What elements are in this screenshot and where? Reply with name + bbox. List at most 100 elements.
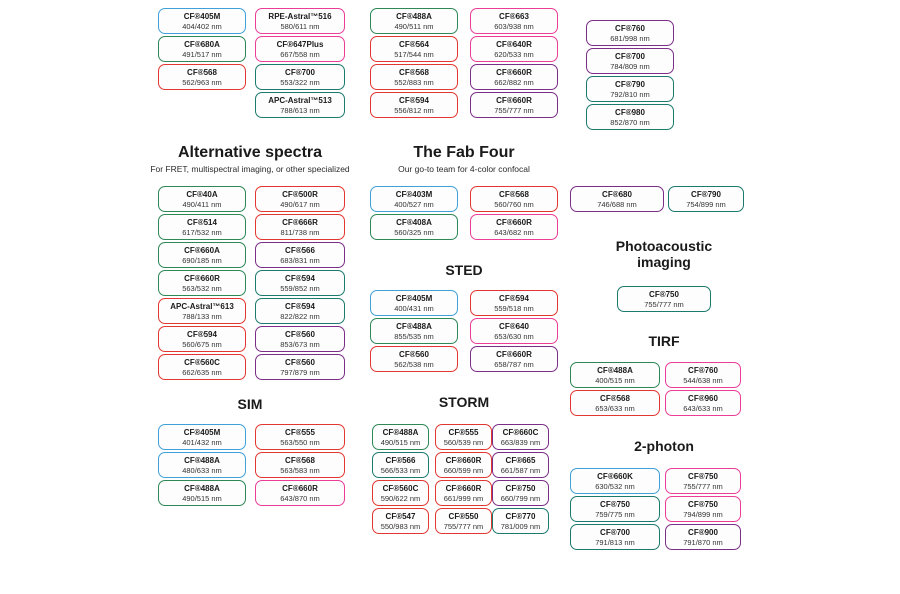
dye-ex-em-value: 784/809 nm	[610, 61, 650, 71]
dye-ex-em-value: 781/009 nm	[500, 521, 541, 531]
section-header-tirf: TIRF	[588, 333, 740, 349]
section-subtitle: Our go-to team for 4-color confocal	[398, 164, 530, 174]
dye-ex-em-value: 755/777 nm	[644, 299, 684, 309]
dye-name: CF®594	[399, 95, 429, 105]
dye-name: CF®640	[499, 321, 529, 331]
section-header-sted: STED	[358, 262, 570, 278]
dye-name: CF®40A	[186, 189, 218, 199]
section-title: STORM	[438, 394, 490, 410]
dye-name: CF®566	[285, 245, 315, 255]
dye-name: CF®555	[285, 427, 315, 437]
dye-name: CF®647Plus	[276, 39, 324, 49]
dye-ex-em-value: 660/599 nm	[443, 465, 484, 475]
dye-ex-em-value: 620/533 nm	[494, 49, 534, 59]
dye-ex-em-value: 566/533 nm	[380, 465, 421, 475]
dye-name: CF®660R	[445, 483, 482, 493]
dye-name: CF®660R	[496, 95, 532, 105]
dye-ex-em-value: 791/870 nm	[683, 537, 723, 547]
dye-ex-em-value: 690/185 nm	[182, 255, 222, 265]
dye-ex-em-value: 490/515 nm	[380, 437, 421, 447]
section-subtitle: For FRET, multispectral imaging, or othe…	[150, 164, 350, 174]
dye-ex-em-value: 855/535 nm	[394, 331, 434, 341]
dye-name: CF®660R	[496, 67, 532, 77]
dye-name: CF®666R	[282, 217, 318, 227]
dye-ex-em-value: 603/938 nm	[494, 21, 534, 31]
dye-ex-em-value: 792/810 nm	[610, 89, 650, 99]
dye-name: CF®500R	[282, 189, 318, 199]
dye-ex-em-value: 559/518 nm	[494, 303, 534, 313]
section-header-storm: STORM	[358, 394, 570, 410]
dye-ex-em-value: 746/688 nm	[597, 199, 637, 209]
dye-ex-em-value: 560/539 nm	[443, 437, 484, 447]
dye-ex-em-value: 797/879 nm	[280, 367, 320, 377]
dye-ex-em-value: 788/133 nm	[182, 311, 222, 321]
dye-name: CF®403M	[395, 189, 433, 199]
dye-ex-em-value: 852/870 nm	[610, 117, 650, 127]
dye-ex-em-value: 401/432 nm	[182, 437, 222, 447]
dye-name: CF®555	[448, 427, 479, 437]
dye-name: CF®566	[385, 455, 416, 465]
dye-ex-em-value: 643/870 nm	[280, 493, 320, 503]
dye-name: CF®680	[602, 189, 632, 199]
dye-ex-em-value: 754/899 nm	[686, 199, 726, 209]
dye-name: CF®488A	[382, 427, 419, 437]
dye-ex-em-value: 661/999 nm	[443, 493, 484, 503]
section-title: STED	[445, 262, 483, 278]
dye-ex-em-value: 556/812 nm	[394, 105, 434, 115]
dye-ex-em-value: 560/675 nm	[182, 339, 222, 349]
section-header-sim: SIM	[138, 396, 362, 412]
dye-name: CF®750	[649, 289, 679, 299]
dye-name: CF®408A	[396, 217, 432, 227]
dye-name: CF®640R	[496, 39, 532, 49]
dye-name: CF®568	[600, 393, 630, 403]
dye-name: CF®405M	[395, 293, 433, 303]
dye-name: CF®564	[399, 39, 429, 49]
dye-ex-em-value: 681/998 nm	[610, 33, 650, 43]
dye-ex-em-value: 658/787 nm	[494, 359, 534, 369]
dye-ex-em-value: 553/322 nm	[280, 77, 320, 87]
dye-name: CF®660R	[496, 349, 532, 359]
section-title: SIM	[237, 396, 263, 412]
dye-name: CF®488A	[597, 365, 633, 375]
dye-name: CF®547	[385, 511, 416, 521]
dye-ex-em-value: 400/515 nm	[595, 375, 635, 385]
dye-ex-em-value: 662/635 nm	[182, 367, 222, 377]
dye-name: CF®405M	[183, 11, 221, 21]
dye-ex-em-value: 661/587 nm	[500, 465, 541, 475]
dye-name: CF®700	[615, 51, 645, 61]
dye-ex-em-value: 794/899 nm	[683, 509, 723, 519]
dye-ex-em-value: 630/532 nm	[595, 481, 635, 491]
dye-name: CF®660R	[445, 455, 482, 465]
dye-name: CF®568	[399, 67, 429, 77]
section-header-photoacoustic: Photoacoustic imaging	[588, 238, 740, 270]
dye-name: CF®594	[285, 273, 315, 283]
dye-name: CF®750	[688, 471, 718, 481]
dye-name: CF®750	[505, 483, 536, 493]
